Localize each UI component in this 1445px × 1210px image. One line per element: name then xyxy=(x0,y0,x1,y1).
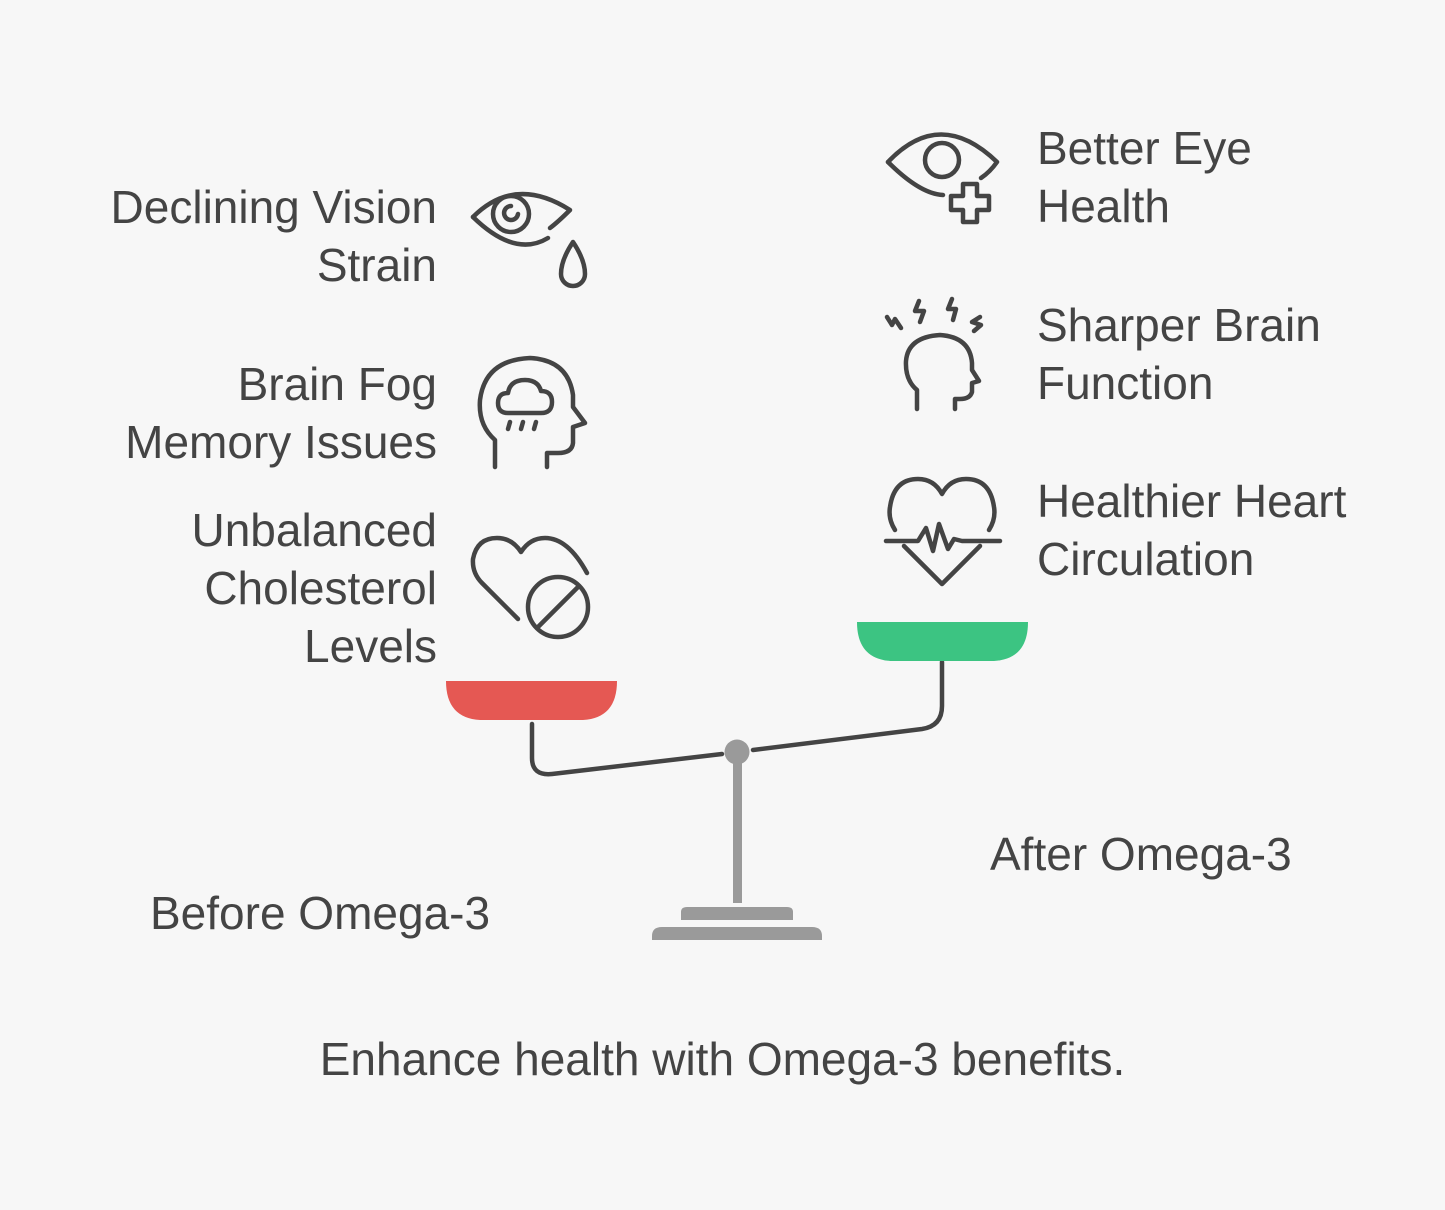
after-item-eye: Better Eye Health xyxy=(1037,119,1252,235)
stand-post xyxy=(733,760,742,903)
label-line: Strain xyxy=(316,239,437,291)
alert-head-icon xyxy=(884,296,984,412)
label-line: Brain Fog xyxy=(237,358,437,410)
heart-pulse-icon xyxy=(883,476,1003,587)
label-line: Health xyxy=(1037,180,1170,232)
before-omega-label: Before Omega-3 xyxy=(150,887,491,939)
label-line: Healthier Heart xyxy=(1037,475,1347,527)
foggy-head-icon xyxy=(477,355,588,470)
after-omega-label: After Omega-3 xyxy=(990,828,1292,880)
label-line: Function xyxy=(1037,357,1214,409)
label-line: Levels xyxy=(304,620,437,672)
after-item-heart: Healthier Heart Circulation xyxy=(1037,472,1346,588)
caption: Enhance health with Omega-3 benefits. xyxy=(319,1033,1126,1085)
before-pan xyxy=(446,681,617,720)
crying-eye-icon xyxy=(470,191,588,289)
before-item-vision: Declining Vision Strain xyxy=(111,178,437,294)
label-line: Unbalanced xyxy=(191,504,437,556)
heart-blocked-icon xyxy=(470,535,591,640)
label-line: Better Eye xyxy=(1037,122,1252,174)
pivot-icon xyxy=(724,739,750,765)
label-line: Declining Vision xyxy=(110,181,437,233)
before-item-brain: Brain Fog Memory Issues xyxy=(125,355,437,471)
stand-base-bottom xyxy=(652,927,822,940)
balance-beam xyxy=(529,659,945,777)
after-pan xyxy=(857,622,1028,661)
label-line: Memory Issues xyxy=(125,416,437,468)
eye-plus-icon xyxy=(885,132,1000,225)
label-line: Sharper Brain xyxy=(1037,299,1321,351)
after-item-brain: Sharper Brain Function xyxy=(1037,296,1321,412)
label-line: Cholesterol xyxy=(204,562,437,614)
before-item-cholesterol: Unbalanced Cholesterol Levels xyxy=(191,501,437,675)
stand-base-top xyxy=(681,907,793,920)
label-line: Circulation xyxy=(1037,533,1255,585)
